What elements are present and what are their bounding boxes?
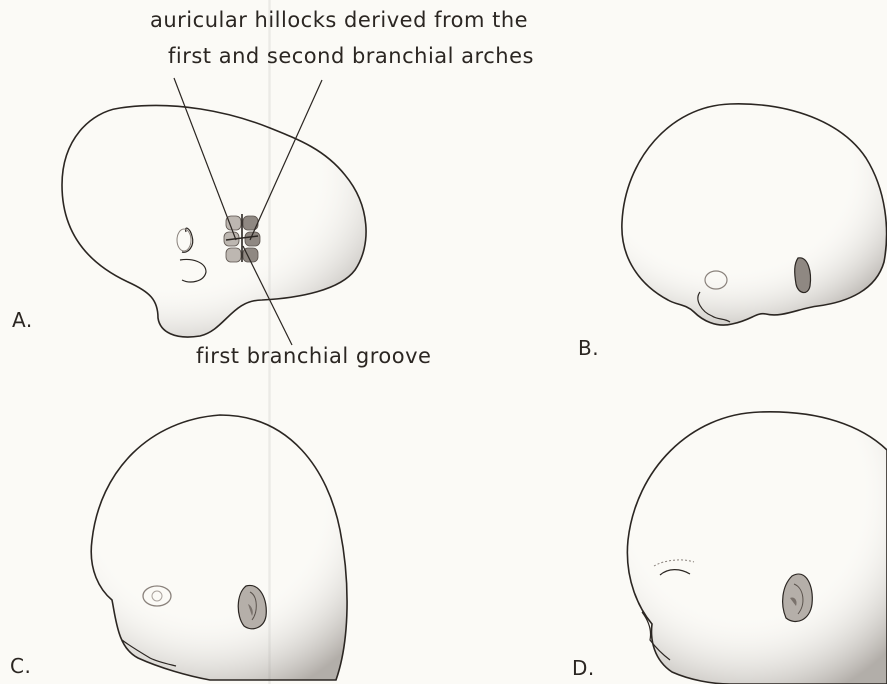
embryo-d-outline	[627, 412, 887, 684]
panel-label-b: B.	[578, 336, 599, 360]
label-hillocks-line2: first and second branchial arches	[168, 44, 534, 68]
panel-label-c: C.	[10, 654, 31, 678]
embryo-c-outline	[91, 415, 347, 680]
embryo-a	[62, 78, 366, 345]
embryo-b-outline	[622, 104, 887, 325]
label-first-branchial-groove: first branchial groove	[196, 344, 431, 368]
panel-label-d: D.	[572, 656, 595, 680]
embryo-b	[622, 104, 887, 325]
label-hillocks-line1: auricular hillocks derived from the	[150, 8, 528, 32]
embryo-a-outline	[62, 105, 366, 337]
embryo-d	[627, 412, 887, 684]
embryo-c	[91, 415, 347, 680]
panel-label-a: A.	[12, 308, 33, 332]
